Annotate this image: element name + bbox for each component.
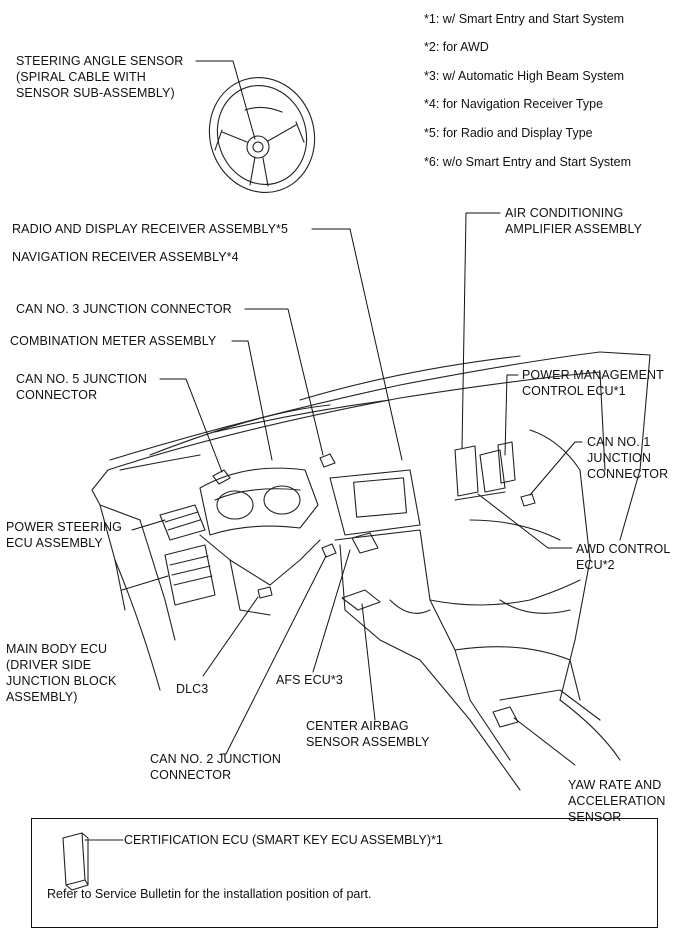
label-can2-junction-connector: CAN NO. 2 JUNCTION CONNECTOR (150, 752, 281, 782)
certification-ecu-drawing (62, 832, 124, 891)
label-certification-ecu: CERTIFICATION ECU (SMART KEY ECU ASSEMBL… (124, 833, 443, 847)
note-4: *4: for Navigation Receiver Type (424, 97, 604, 111)
label-radio-display-receiver: RADIO AND DISPLAY RECEIVER ASSEMBLY*5 (12, 222, 289, 236)
label-center-airbag-sensor: CENTER AIRBAG SENSOR ASSEMBLY (306, 719, 430, 749)
label-navigation-receiver: NAVIGATION RECEIVER ASSEMBLY*4 (12, 250, 239, 264)
note-6: *6: w/o Smart Entry and Start System (424, 155, 632, 169)
components-drawing (159, 441, 536, 728)
certification-ecu-box (31, 818, 658, 928)
label-can5-junction-connector: CAN NO. 5 JUNCTION CONNECTOR (16, 372, 147, 402)
note-3: *3: w/ Automatic High Beam System (424, 69, 625, 83)
note-2: *2: for AWD (424, 40, 489, 54)
dashboard-outline (91, 351, 651, 791)
label-combination-meter: COMBINATION METER ASSEMBLY (10, 334, 217, 348)
label-yaw-rate-sensor: YAW RATE AND ACCELERATION SENSOR (568, 778, 666, 824)
label-afs-ecu: AFS ECU*3 (276, 673, 343, 687)
label-air-conditioning-amplifier: AIR CONDITIONING AMPLIFIER ASSEMBLY (505, 206, 643, 236)
note-5: *5: for Radio and Display Type (424, 126, 593, 140)
label-power-management-ecu: POWER MANAGEMENT CONTROL ECU*1 (522, 368, 664, 398)
label-can3-junction-connector: CAN NO. 3 JUNCTION CONNECTOR (16, 302, 232, 316)
label-power-steering-ecu: POWER STEERING ECU ASSEMBLY (6, 520, 122, 550)
refer-service-bulletin-text: Refer to Service Bulletin for the instal… (47, 887, 372, 901)
label-steering-angle-sensor: STEERING ANGLE SENSOR (SPIRAL CABLE WITH… (16, 54, 184, 100)
steering-wheel-drawing (208, 76, 316, 194)
leader-lines (121, 60, 583, 766)
label-main-body-ecu: MAIN BODY ECU (DRIVER SIDE JUNCTION BLOC… (6, 642, 117, 704)
note-1: *1: w/ Smart Entry and Start System (424, 12, 625, 26)
label-can1-junction-connector: CAN NO. 1 JUNCTION CONNECTOR (587, 435, 669, 481)
label-dlc3: DLC3 (176, 682, 209, 696)
label-awd-control-ecu: AWD CONTROL ECU*2 (576, 542, 671, 572)
